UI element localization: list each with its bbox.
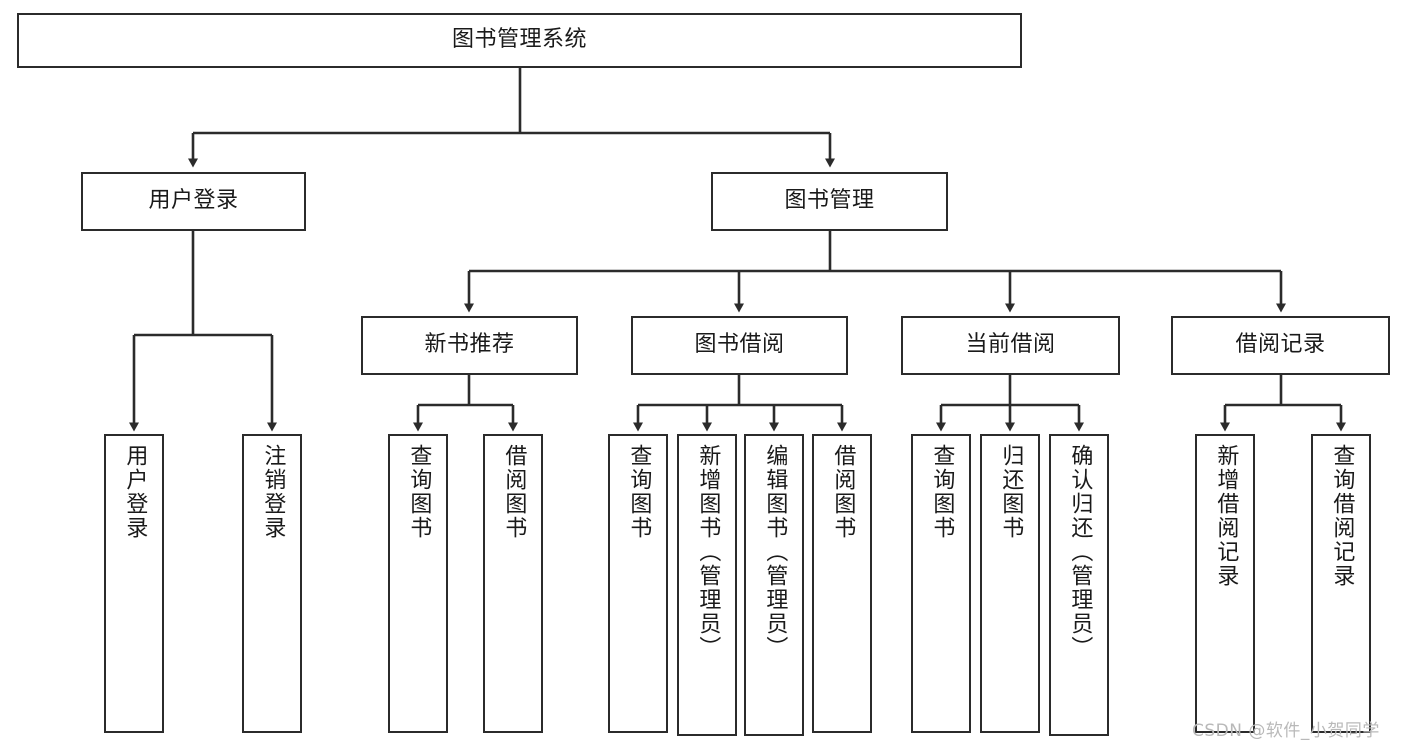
node-leaf-add-borrow-record[interactable]: 新增借阅记录: [1195, 434, 1255, 733]
node-leaf-add-borrow-record-label: 新增借阅记录: [1213, 444, 1239, 588]
node-root-label: 图书管理系统: [451, 27, 587, 53]
node-leaf-query-borrow-record[interactable]: 查询借阅记录: [1311, 434, 1371, 733]
node-leaf-edit-book-admin[interactable]: 编辑图书（管理员）: [744, 434, 804, 736]
node-leaf-return-book-label: 归还图书: [998, 444, 1024, 540]
node-leaf-borrow-book-recommend-label: 借阅图书: [501, 444, 527, 540]
node-borrow-record-label: 借阅记录: [1235, 332, 1326, 358]
node-leaf-user-login-label: 用户登录: [122, 444, 148, 540]
node-book-borrow[interactable]: 图书借阅: [631, 316, 848, 375]
node-leaf-query-book-recommend[interactable]: 查询图书: [388, 434, 448, 733]
node-new-book-recommend-label: 新书推荐: [424, 332, 515, 358]
node-leaf-query-borrow-record-label: 查询借阅记录: [1329, 444, 1355, 588]
node-leaf-query-book-current-label: 查询图书: [929, 444, 955, 540]
node-leaf-logout[interactable]: 注销登录: [242, 434, 302, 733]
node-leaf-query-book-borrow-label: 查询图书: [626, 444, 652, 540]
node-leaf-query-book-recommend-label: 查询图书: [406, 444, 432, 540]
node-user-login-label: 用户登录: [148, 188, 239, 214]
node-new-book-recommend[interactable]: 新书推荐: [361, 316, 578, 375]
node-leaf-add-book-admin[interactable]: 新增图书（管理员）: [677, 434, 737, 736]
node-current-borrow[interactable]: 当前借阅: [901, 316, 1120, 375]
node-leaf-user-login[interactable]: 用户登录: [104, 434, 164, 733]
node-book-manage-label: 图书管理: [784, 188, 875, 214]
node-leaf-borrow-book[interactable]: 借阅图书: [812, 434, 872, 733]
node-leaf-confirm-return-admin-label: 确认归还（管理员）: [1067, 444, 1093, 660]
node-current-borrow-label: 当前借阅: [965, 332, 1056, 358]
node-leaf-logout-label: 注销登录: [260, 444, 286, 540]
node-user-login[interactable]: 用户登录: [81, 172, 306, 231]
node-borrow-record[interactable]: 借阅记录: [1171, 316, 1390, 375]
node-leaf-query-book-borrow[interactable]: 查询图书: [608, 434, 668, 733]
node-root[interactable]: 图书管理系统: [17, 13, 1022, 68]
node-leaf-return-book[interactable]: 归还图书: [980, 434, 1040, 733]
node-leaf-borrow-book-label: 借阅图书: [830, 444, 856, 540]
node-book-manage[interactable]: 图书管理: [711, 172, 948, 231]
node-leaf-query-book-current[interactable]: 查询图书: [911, 434, 971, 733]
node-leaf-add-book-admin-label: 新增图书（管理员）: [695, 444, 721, 660]
node-leaf-borrow-book-recommend[interactable]: 借阅图书: [483, 434, 543, 733]
node-leaf-edit-book-admin-label: 编辑图书（管理员）: [762, 444, 788, 660]
node-book-borrow-label: 图书借阅: [694, 332, 785, 358]
node-leaf-confirm-return-admin[interactable]: 确认归还（管理员）: [1049, 434, 1109, 736]
